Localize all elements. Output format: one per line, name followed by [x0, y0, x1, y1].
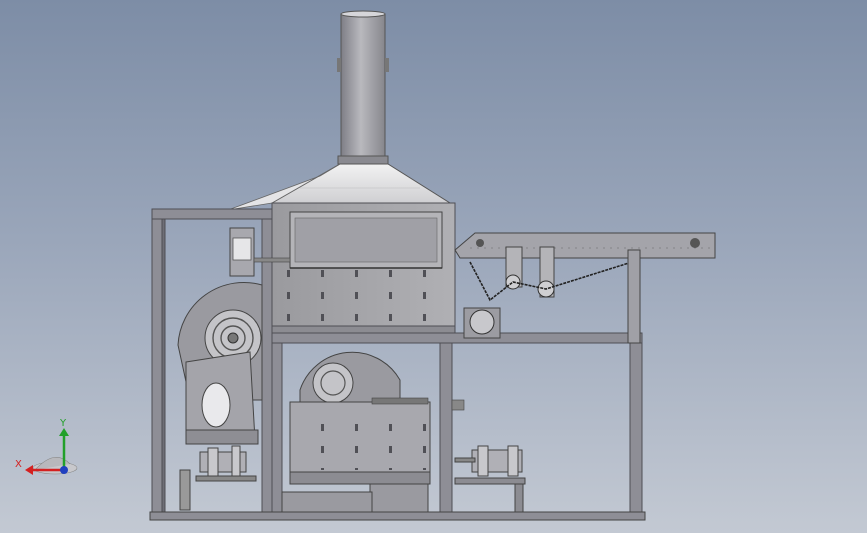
- coordinate-triad: Y X: [15, 418, 78, 475]
- z-axis-marker: [60, 466, 68, 474]
- left-pump: [179, 445, 257, 511]
- lower-chamber: [271, 332, 643, 518]
- x-axis-label: X: [15, 459, 22, 470]
- top-motor: [229, 227, 291, 277]
- left-blower: [177, 281, 263, 445]
- upper-chamber: [271, 202, 456, 334]
- chimney: [337, 10, 389, 165]
- right-pump: [454, 445, 526, 515]
- y-axis-label: Y: [59, 418, 67, 429]
- conveyor-arm: [454, 232, 716, 344]
- base-rail: [149, 491, 646, 521]
